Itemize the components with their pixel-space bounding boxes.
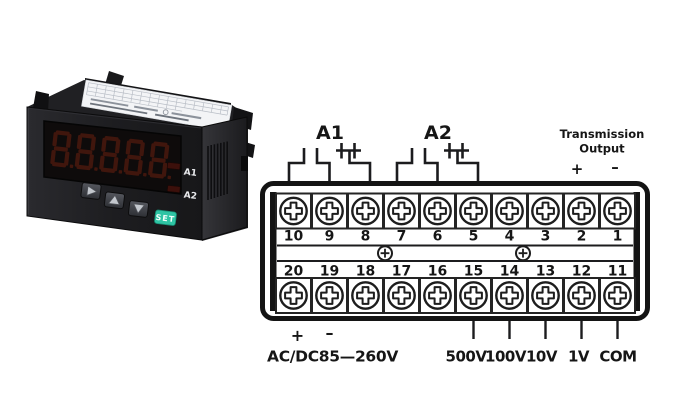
terminal-number: 7	[397, 229, 407, 245]
alarm1-led	[167, 162, 181, 170]
down-button	[127, 200, 150, 218]
block-end-plate-right	[633, 192, 640, 311]
terminal-number: 10	[284, 229, 304, 245]
transmission-output-label-line2: Output	[579, 142, 625, 156]
right-arrow-icon	[86, 185, 98, 196]
panel-meter-photo: A1 A2 SET	[26, 71, 255, 241]
terminal-number: 18	[356, 264, 375, 280]
terminal-number: 14	[500, 264, 520, 280]
input-label-com: COM	[599, 348, 636, 366]
input-label-100v: 100V	[485, 348, 527, 366]
terminal-number: 8	[361, 229, 371, 245]
terminal-number: 17	[392, 264, 411, 280]
alarm2-led	[167, 185, 181, 193]
input-label-1v: 1V	[568, 348, 590, 366]
alarm2-label: A2	[424, 122, 452, 144]
input-label-500v: 500V	[446, 348, 488, 366]
mid-screw-icon	[515, 245, 531, 262]
set-button-label: SET	[155, 213, 176, 224]
alarm1-led-label: A1	[183, 168, 197, 179]
power-plus-sign: +	[291, 326, 304, 345]
wiring-diagram: A1 A2 Transmission Output + – 10 9 8 7 6…	[260, 122, 650, 366]
terminal-number: 9	[325, 229, 335, 245]
terminal-number: 5	[469, 229, 479, 245]
block-end-plate-left	[270, 192, 277, 311]
transmission-plus-sign: +	[571, 160, 584, 178]
terminal-row-top	[276, 194, 635, 229]
mid-screw-icon	[377, 245, 393, 262]
terminal-number: 16	[428, 264, 447, 280]
power-minus-sign: –	[326, 324, 334, 343]
up-arrow-icon	[108, 194, 120, 206]
up-button	[103, 191, 126, 210]
terminal-number: 13	[536, 264, 555, 280]
alarm2-contact-symbol	[395, 143, 480, 183]
transmission-minus-sign: –	[611, 158, 619, 176]
down-arrow-icon	[133, 203, 145, 214]
terminal-number: 19	[320, 264, 339, 280]
terminal-number: 11	[608, 264, 627, 280]
shift-button	[80, 182, 102, 200]
terminal-number: 20	[284, 264, 304, 280]
input-stub-lines	[472, 321, 619, 339]
meter-mounting-bracket-left	[33, 91, 49, 112]
terminal-number: 15	[464, 264, 483, 280]
terminal-number: 1	[613, 229, 623, 245]
transmission-output-label-line1: Transmission	[560, 127, 645, 141]
terminal-number: 2	[577, 229, 587, 245]
label-fine-print	[89, 98, 202, 122]
vent-slots	[207, 141, 228, 200]
input-label-10v: 10V	[526, 348, 558, 366]
alarm2-led-label: A2	[183, 191, 197, 202]
alarm1-label: A1	[316, 122, 344, 144]
side-slot	[241, 156, 248, 171]
terminal-row-bottom	[276, 278, 635, 313]
power-supply-label: AC/DC85—260V	[267, 348, 398, 366]
terminal-number: 12	[572, 264, 591, 280]
terminal-number: 6	[433, 229, 443, 245]
terminal-number: 4	[505, 229, 515, 245]
alarm1-contact-symbol	[287, 143, 372, 183]
spec-label	[81, 79, 233, 132]
set-button: SET	[154, 209, 177, 226]
terminal-number: 3	[541, 229, 551, 245]
